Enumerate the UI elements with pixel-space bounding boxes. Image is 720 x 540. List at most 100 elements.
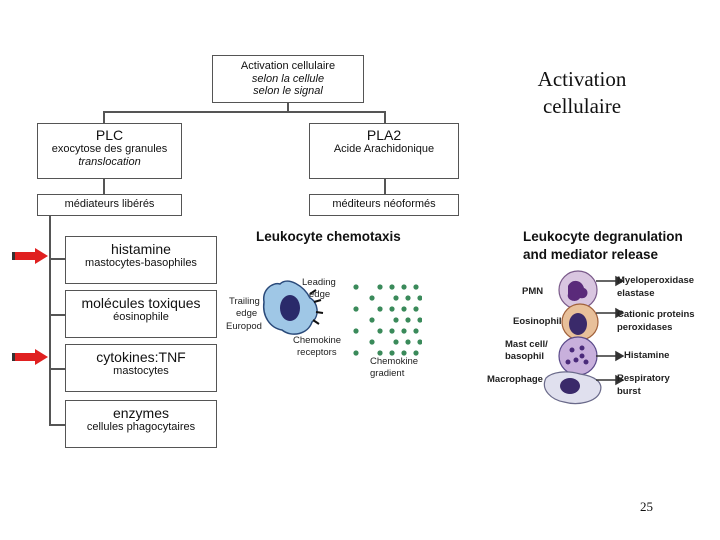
chemokine-dot bbox=[401, 284, 407, 290]
chemokine-dot bbox=[405, 317, 411, 323]
chemokine-dot bbox=[369, 317, 375, 323]
plc-line-2: translocation bbox=[78, 155, 141, 168]
mast-cell-label-1: Mast cell/ bbox=[505, 339, 548, 350]
mediators-released-box: médiateurs libérés bbox=[37, 194, 182, 216]
chemokine-dot bbox=[389, 306, 395, 312]
chemokine-dot bbox=[413, 328, 419, 334]
root-box: Activation cellulaire selon la cellule s… bbox=[212, 55, 364, 103]
macrophage-label: Macrophage bbox=[487, 374, 543, 385]
chemokine-dot bbox=[369, 295, 375, 301]
histamine-output-label: Histamine bbox=[624, 350, 670, 361]
cytokines-box: cytokines:TNF mastocytes bbox=[65, 344, 217, 392]
chemokine-dot bbox=[401, 328, 407, 334]
chemotaxis-heading: Leukocyte chemotaxis bbox=[256, 229, 401, 244]
chemokine-dot bbox=[377, 328, 383, 334]
mediators-released-label: médiateurs libérés bbox=[64, 198, 155, 210]
trailing-label: Trailing bbox=[229, 296, 260, 307]
cationic-label-1: Cationic proteins bbox=[617, 309, 695, 320]
release-arrows bbox=[596, 275, 624, 386]
degranulation-heading-1: Leukocyte degranulation bbox=[523, 229, 683, 244]
mast-cell-label-2: basophil bbox=[505, 351, 545, 362]
connector bbox=[384, 179, 386, 194]
chemokine-dot bbox=[353, 350, 359, 356]
enzymes-box: enzymes cellules phagocytaires bbox=[65, 400, 217, 448]
europod-label: Europod bbox=[226, 321, 262, 332]
page-number: 25 bbox=[640, 499, 653, 514]
leukocyte-cells-illustration bbox=[543, 270, 602, 405]
connector bbox=[49, 424, 66, 426]
item-subtitle: mastocytes bbox=[113, 365, 169, 378]
histamine-box: histamine mastocytes-basophiles bbox=[65, 236, 217, 284]
item-title: enzymes bbox=[112, 405, 170, 421]
migrating-leukocyte-icon bbox=[262, 280, 324, 335]
connector bbox=[103, 179, 105, 194]
chemokine-gradient-dots bbox=[353, 284, 422, 356]
leading-label: Leading bbox=[302, 277, 336, 288]
cationic-label-2: peroxidases bbox=[617, 322, 673, 333]
plc-title: PLC bbox=[95, 127, 124, 143]
item-subtitle: cellules phagocytaires bbox=[86, 421, 196, 434]
chemokine-dot bbox=[353, 284, 359, 290]
root-line-1: Activation cellulaire bbox=[240, 60, 336, 72]
red-arrow-icon bbox=[12, 248, 48, 264]
chemokine-dot bbox=[413, 306, 419, 312]
chemokine-dot bbox=[377, 284, 383, 290]
item-subtitle: mastocytes-basophiles bbox=[85, 257, 197, 270]
chemokine-dot bbox=[369, 339, 375, 345]
connector bbox=[103, 111, 105, 124]
mediators-neoformed-box: méditeurs néoformés bbox=[309, 194, 459, 216]
trailing-edge-label: edge bbox=[236, 308, 258, 319]
root-line-2: selon la cellule bbox=[251, 72, 325, 85]
chemokine-receptors-label-2: receptors bbox=[297, 347, 337, 358]
chemokine-dot bbox=[413, 350, 419, 356]
connector bbox=[103, 111, 385, 113]
chemokine-gradient-label-1: Chemokine bbox=[370, 356, 419, 367]
eosinophil-label: Eosinophil bbox=[513, 316, 562, 327]
chemokine-dot bbox=[389, 328, 395, 334]
respiratory-label-1: Respiratory bbox=[617, 373, 670, 384]
chemokine-dot bbox=[389, 284, 395, 290]
plc-line-1: exocytose des granules bbox=[51, 143, 168, 156]
chemokine-dot bbox=[405, 295, 411, 301]
degranulation-heading-2: and mediator release bbox=[523, 247, 659, 262]
pla2-line-1: Acide Arachidonique bbox=[333, 143, 435, 156]
leading-edge-label: edge bbox=[309, 289, 331, 300]
chemokine-gradient-label-2: gradient bbox=[370, 368, 405, 379]
chemokine-dot bbox=[389, 350, 395, 356]
chemokine-dot bbox=[417, 317, 422, 323]
connector bbox=[384, 111, 386, 124]
item-title: molécules toxiques bbox=[81, 295, 201, 311]
connector bbox=[49, 314, 66, 316]
chemokine-dot bbox=[405, 339, 411, 345]
chemokine-dot bbox=[401, 306, 407, 312]
root-line-3: selon le signal bbox=[253, 85, 323, 98]
item-title: histamine bbox=[111, 241, 171, 257]
plc-box: PLC exocytose des granules translocation bbox=[37, 123, 182, 179]
item-title: cytokines:TNF bbox=[96, 349, 186, 365]
chemokine-dot bbox=[393, 339, 399, 345]
mediators-neoformed-label: méditeurs néoformés bbox=[332, 198, 436, 210]
slide-title: Activation cellulaire bbox=[520, 66, 644, 121]
pla2-box: PLA2 Acide Arachidonique bbox=[309, 123, 459, 179]
chemokine-dot bbox=[393, 317, 399, 323]
myeloperoxidase-label-2: elastase bbox=[617, 288, 655, 299]
chemokine-dot bbox=[377, 306, 383, 312]
red-arrow-icon bbox=[12, 349, 48, 365]
respiratory-label-2: burst bbox=[617, 386, 641, 397]
slide-title-line: Activation cellulaire bbox=[537, 67, 627, 119]
chemokine-dot bbox=[417, 339, 422, 345]
pmn-label: PMN bbox=[522, 286, 544, 297]
connector bbox=[49, 216, 51, 425]
chemokine-dot bbox=[417, 295, 422, 301]
chemokine-dot bbox=[393, 295, 399, 301]
pla2-title: PLA2 bbox=[366, 127, 402, 143]
chemokine-dot bbox=[401, 350, 407, 356]
connector bbox=[49, 258, 66, 260]
chemokine-dot bbox=[353, 306, 359, 312]
item-subtitle: éosinophile bbox=[113, 311, 169, 324]
chemokine-dot bbox=[413, 284, 419, 290]
chemokine-receptors-label-1: Chemokine bbox=[293, 335, 342, 346]
myeloperoxidase-label-1: Myeloperoxidase bbox=[617, 275, 695, 286]
chemokine-dot bbox=[353, 328, 359, 334]
toxic-molecules-box: molécules toxiques éosinophile bbox=[65, 290, 217, 338]
